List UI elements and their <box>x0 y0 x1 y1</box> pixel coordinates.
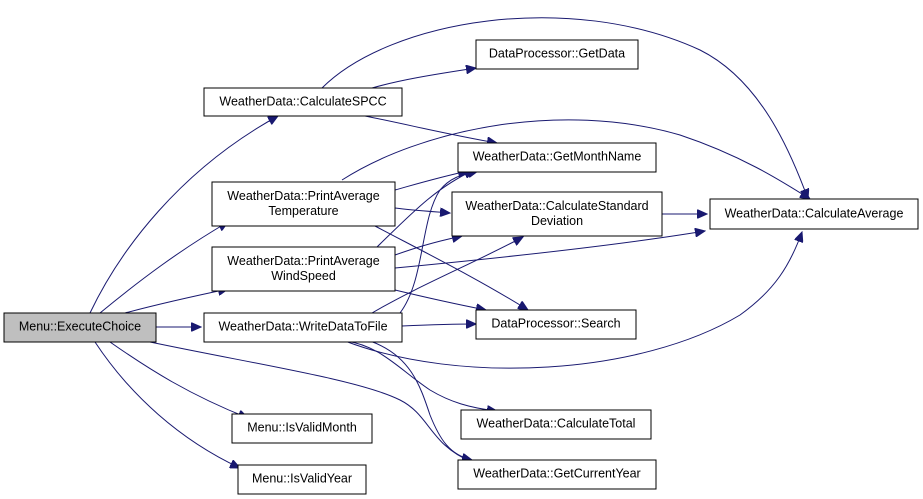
node-box <box>457 459 657 490</box>
edge-calculatespcc-getmonthname <box>364 115 497 143</box>
edge-printaveragetemperature-getmonthname <box>394 171 468 191</box>
node-box <box>457 142 657 173</box>
node-weatherdata-calculatetotal[interactable]: WeatherData::CalculateTotal <box>460 409 652 440</box>
node-label: WeatherData::CalculateStandard <box>465 199 648 213</box>
node-label: WindSpeed <box>271 269 336 283</box>
edge-writedatatofile-calculatestandarddeviation <box>371 237 523 314</box>
edge-executechoice-getcurrentyear <box>149 341 472 462</box>
edges-layer <box>89 17 810 468</box>
node-box <box>460 409 652 440</box>
node-box <box>451 191 663 237</box>
edge-executechoice-isvalidmonth <box>109 341 248 418</box>
node-label: Deviation <box>531 214 583 228</box>
node-label: DataProcessor::GetData <box>489 46 625 60</box>
node-label: WeatherData::GetMonthName <box>473 149 642 163</box>
node-label: Menu::ExecuteChoice <box>19 319 141 333</box>
edge-writedatatofile-calculateaverage <box>344 232 802 369</box>
node-label: WeatherData::PrintAverage <box>227 189 379 203</box>
node-box <box>231 413 373 444</box>
nodes-layer: Menu::ExecuteChoice WeatherData::Calcula… <box>3 39 919 495</box>
node-label: Menu::IsValidMonth <box>247 420 357 434</box>
edge-printaveragewindspeed-calculatestandarddeviation <box>394 236 462 256</box>
node-label: WeatherData::CalculateTotal <box>477 416 636 430</box>
node-dataprocessor-search[interactable]: DataProcessor::Search <box>475 309 637 340</box>
node-weatherdata-writedatatofile[interactable]: WeatherData::WriteDataToFile <box>203 312 403 343</box>
edge-writedatatofile-getmonthname <box>399 171 478 314</box>
node-box <box>475 309 637 340</box>
edge-executechoice-printaveragewindspeed <box>124 289 228 314</box>
edge-writedatatofile-calculatetotal <box>344 340 497 411</box>
node-box <box>237 464 367 495</box>
node-box <box>203 87 403 117</box>
node-label: WeatherData::GetCurrentYear <box>473 466 640 480</box>
node-box <box>211 181 396 227</box>
node-menu-isvalidyear[interactable]: Menu::IsValidYear <box>237 464 367 495</box>
node-box <box>3 312 157 343</box>
edge-writedatatofile-search <box>401 324 476 326</box>
edge-printaveragetemperature-calculatestandarddeviation <box>394 207 450 213</box>
node-label: Menu::IsValidYear <box>252 471 352 485</box>
node-weatherdata-calculateaverage[interactable]: WeatherData::CalculateAverage <box>709 198 919 230</box>
edge-printaveragetemperature-search <box>374 225 528 310</box>
edge-writedatatofile-getcurrentyear <box>369 340 472 460</box>
node-label: WeatherData::WriteDataToFile <box>218 319 387 333</box>
edge-calculatespcc-calculateaverage <box>321 17 808 199</box>
node-label: DataProcessor::Search <box>491 316 620 330</box>
node-menu-isvalidmonth[interactable]: Menu::IsValidMonth <box>231 413 373 444</box>
node-weatherdata-getmonthname[interactable]: WeatherData::GetMonthName <box>457 142 657 173</box>
node-box <box>211 246 396 292</box>
edge-printaveragetemperature-calculateaverage <box>341 119 810 199</box>
edge-printaveragewindspeed-getmonthname <box>376 170 474 248</box>
edge-calculatespcc-getdata <box>371 68 476 89</box>
edge-executechoice-printaveragetemperature <box>99 222 228 314</box>
node-label: WeatherData::CalculateAverage <box>725 206 904 220</box>
node-label: WeatherData::CalculateSPCC <box>219 94 386 108</box>
node-menu-executechoice[interactable]: Menu::ExecuteChoice <box>3 312 157 343</box>
node-weatherdata-calculatespcc[interactable]: WeatherData::CalculateSPCC <box>203 87 403 117</box>
edge-executechoice-calculatespcc <box>89 116 278 314</box>
edge-printaveragewindspeed-calculateaverage <box>394 231 705 269</box>
node-label: WeatherData::PrintAverage <box>227 254 379 268</box>
node-weatherdata-getcurrentyear[interactable]: WeatherData::GetCurrentYear <box>457 459 657 490</box>
node-box <box>203 312 403 343</box>
edge-executechoice-isvalidyear <box>94 341 240 468</box>
node-label: Temperature <box>268 204 338 218</box>
node-box <box>709 198 919 230</box>
node-box <box>475 39 639 70</box>
edge-printaveragewindspeed-search <box>394 289 486 310</box>
node-dataprocessor-getdata[interactable]: DataProcessor::GetData <box>475 39 639 70</box>
